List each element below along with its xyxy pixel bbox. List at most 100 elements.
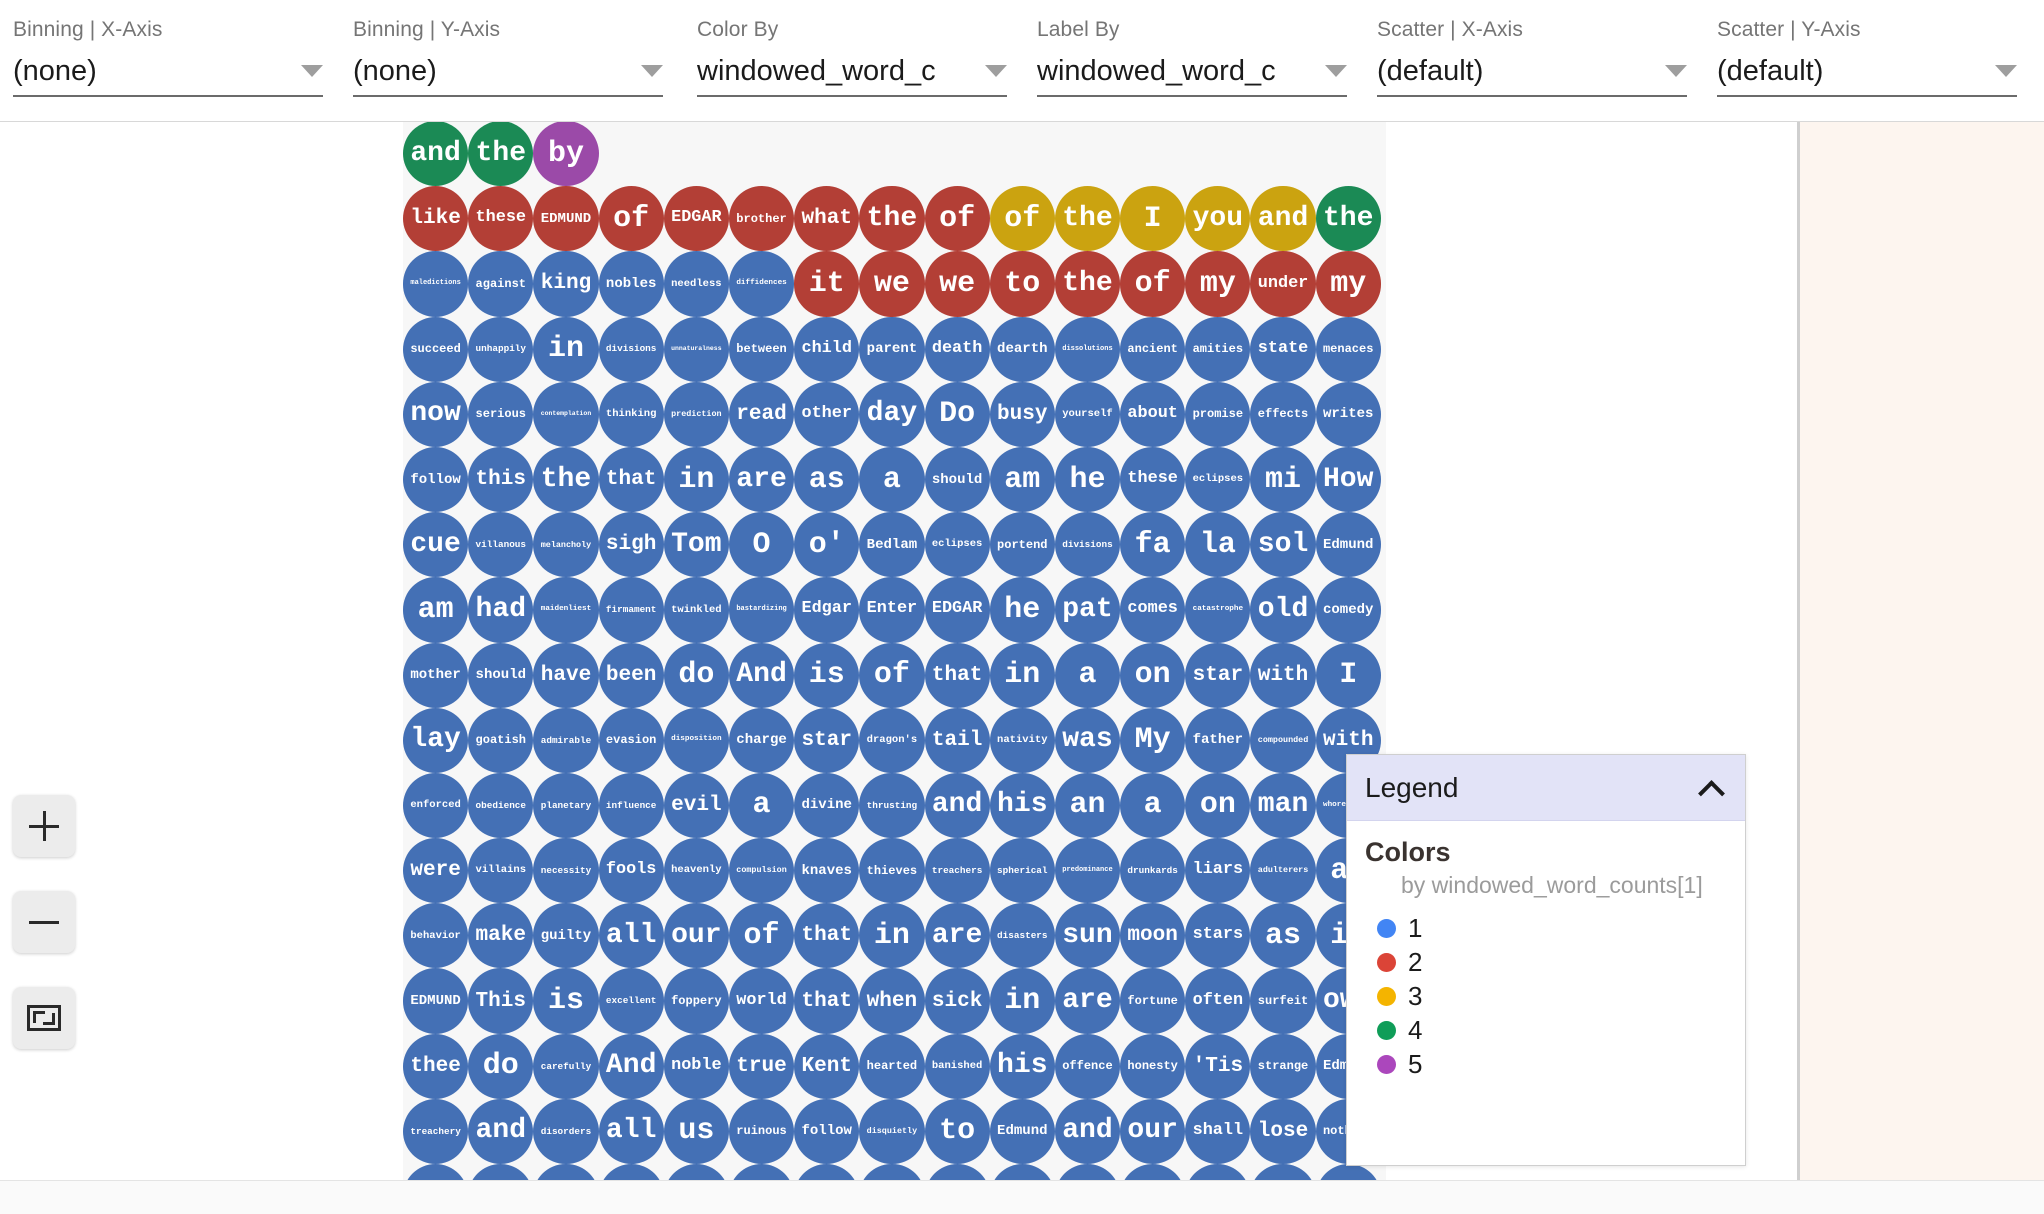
bubble-point[interactable] (598, 1164, 664, 1183)
bubble-point[interactable]: moon (1120, 903, 1186, 969)
zoom-in-button[interactable] (13, 795, 75, 857)
bubble-point[interactable]: Kent (794, 1033, 860, 1099)
zoom-out-button[interactable] (13, 891, 75, 953)
bubble-point[interactable]: Edmund (1315, 512, 1381, 578)
bubble-point[interactable]: disorders (533, 1098, 599, 1164)
bubble-point[interactable]: our (1120, 1098, 1186, 1164)
bubble-point[interactable]: that (794, 903, 860, 969)
bubble-point[interactable]: to (924, 1098, 990, 1164)
bubble-point[interactable]: offence (1054, 1033, 1121, 1099)
bubble-point[interactable] (1185, 1164, 1251, 1183)
bubble-point[interactable]: on (1120, 642, 1186, 708)
bubble-point[interactable]: it (794, 251, 860, 317)
bubble-point[interactable]: been (598, 642, 664, 708)
bubble-point[interactable]: divine (794, 772, 860, 839)
bubble-point[interactable]: our (663, 903, 729, 969)
bubble-point[interactable]: foppery (663, 968, 729, 1034)
bubble-point[interactable]: hearted (859, 1033, 925, 1099)
bubble-point[interactable]: lay (403, 707, 469, 773)
chevron-up-icon[interactable] (1701, 778, 1721, 798)
bubble-point[interactable]: prediction (663, 381, 729, 447)
bubble-point[interactable]: are (1054, 968, 1121, 1034)
bubble-point[interactable]: against (468, 251, 534, 317)
bubble-point[interactable]: O (728, 512, 795, 578)
bubble-point[interactable]: sol (1250, 512, 1316, 578)
legend-header[interactable]: Legend (1347, 755, 1745, 821)
bubble-point[interactable]: am (403, 577, 469, 643)
bubble-point[interactable]: busy (989, 381, 1055, 447)
bubble-point[interactable]: tail (924, 707, 990, 773)
bubble-point[interactable]: we (859, 251, 925, 317)
bubble-point[interactable]: make (468, 903, 534, 969)
bubble-point[interactable]: dragon's (859, 707, 925, 773)
bubble-point[interactable]: a (1120, 772, 1186, 839)
bubble-point[interactable]: to (989, 251, 1055, 317)
bubble-point[interactable]: carefully (533, 1033, 599, 1099)
bubble-point[interactable]: should (924, 446, 990, 513)
bubble-point[interactable]: unnaturalness (663, 316, 729, 382)
bubble-point[interactable]: serious (468, 381, 534, 447)
bubble-point[interactable]: Do (924, 381, 990, 447)
bubble-point[interactable]: in (859, 903, 925, 969)
scatter-x-axis-select[interactable]: (default) (1377, 51, 1687, 98)
bubble-point[interactable]: lose (1250, 1098, 1316, 1164)
bubble-point[interactable]: when (859, 968, 925, 1034)
bubble-point[interactable]: diffidences (728, 251, 795, 317)
bubble-point[interactable]: and (468, 1098, 534, 1164)
chevron-down-icon[interactable] (1325, 65, 1347, 78)
bubble-point[interactable]: you (1185, 186, 1251, 252)
bubble-point[interactable]: his (989, 1033, 1055, 1099)
bubble-point[interactable]: spherical (989, 838, 1055, 904)
bubble-point[interactable]: How (1315, 446, 1381, 513)
bubble-point[interactable]: a (728, 772, 795, 839)
fit-to-screen-button[interactable] (13, 987, 75, 1049)
chevron-down-icon[interactable] (641, 65, 663, 78)
bubble-point[interactable]: portend (989, 512, 1055, 578)
scatter-y-axis-select[interactable]: (default) (1717, 51, 2017, 98)
bubble-point[interactable]: compounded (1250, 707, 1316, 773)
bubble-point[interactable]: sick (924, 968, 990, 1034)
bubble-point[interactable]: drunkards (1120, 838, 1186, 904)
bubble-point[interactable]: thrusting (859, 772, 925, 839)
bubble-point[interactable]: are (728, 446, 795, 513)
bubble-point[interactable]: in (989, 968, 1055, 1034)
bubble-point[interactable]: strange (1250, 1033, 1316, 1099)
bubble-point[interactable]: with (1250, 642, 1316, 708)
bubble-point[interactable]: ruinous (728, 1098, 795, 1164)
bubble-point[interactable]: fa (1120, 512, 1186, 578)
chevron-down-icon[interactable] (1665, 65, 1687, 78)
bubble-point[interactable]: evasion (598, 707, 664, 773)
bubble-point[interactable] (924, 1164, 990, 1183)
bubble-point[interactable]: obedience (468, 772, 534, 839)
bubble-point[interactable]: liars (1185, 838, 1251, 904)
bubble-point[interactable]: do (663, 642, 729, 708)
bubble-point[interactable]: these (468, 186, 534, 252)
bubble-point[interactable]: heavenly (663, 838, 729, 904)
bubble-point[interactable]: in (533, 316, 599, 382)
color-by-select[interactable]: windowed_word_c (697, 51, 1007, 98)
bubble-point[interactable]: under (1250, 251, 1316, 317)
bubble-point[interactable]: that (598, 446, 664, 513)
bubble-point[interactable]: star (794, 707, 860, 773)
bubble-point[interactable]: father (1185, 707, 1251, 773)
bubble-point[interactable]: disquietly (859, 1098, 925, 1164)
bubble-point[interactable] (1054, 1164, 1121, 1183)
bubble-point[interactable]: parent (859, 316, 925, 382)
bubble-point[interactable]: compulsion (728, 838, 795, 904)
bubble-point[interactable]: the (1054, 186, 1121, 252)
chevron-down-icon[interactable] (1995, 65, 2017, 78)
legend-item[interactable]: 5 (1365, 1047, 1727, 1081)
bubble-point[interactable]: fortune (1120, 968, 1186, 1034)
bubble-point[interactable]: as (1250, 903, 1316, 969)
bubble-point[interactable]: charge (728, 707, 795, 773)
bubble-point[interactable]: o' (794, 512, 860, 578)
legend-item[interactable]: 2 (1365, 945, 1727, 979)
bubble-point[interactable]: follow (794, 1098, 860, 1164)
bubble-point[interactable]: And (728, 642, 795, 708)
bubble-point[interactable]: am (989, 446, 1055, 513)
bubble-point[interactable]: influence (598, 772, 664, 839)
bubble-point[interactable]: sun (1054, 903, 1121, 969)
bubble-point[interactable]: comes (1120, 577, 1186, 643)
